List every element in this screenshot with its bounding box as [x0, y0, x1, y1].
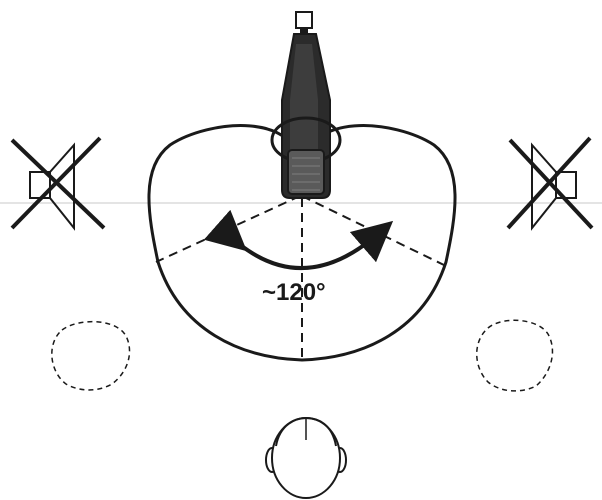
microphone-icon: [270, 11, 342, 199]
performer-head-icon: [265, 416, 347, 499]
right-cross-line-2: [506, 136, 592, 230]
pickup-angle-label: ~120°: [262, 279, 326, 306]
left-speaker-crossed-icon: [10, 136, 106, 231]
pickup-angle-arc: [203, 209, 394, 270]
dashed-pickup-axes: [155, 195, 447, 360]
left-cross-line-2: [10, 136, 102, 230]
right-speaker-crossed-icon: [506, 136, 594, 231]
microphone-grille: [287, 149, 325, 195]
right-cross-line-1: [508, 138, 594, 230]
cardioid-pattern-outline: [147, 124, 457, 362]
left-dashed-head-outline: [51, 320, 131, 391]
microphone-connector: [295, 11, 313, 29]
left-cross-line-1: [10, 138, 106, 230]
right-dashed-head-outline: [476, 319, 554, 392]
axis-right: [301, 195, 447, 267]
axis-left: [155, 195, 301, 263]
